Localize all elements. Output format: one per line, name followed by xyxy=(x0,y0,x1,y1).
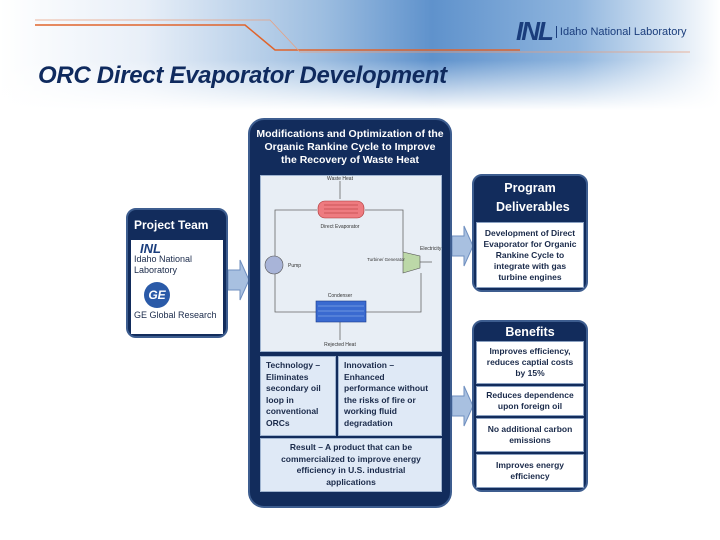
project-team-title: Project Team xyxy=(134,218,209,232)
benefits-title: Benefits xyxy=(505,325,555,339)
header-lines xyxy=(35,19,690,53)
label-evaporator: Direct Evaporator xyxy=(321,224,360,230)
label-waste-heat: Waste Heat xyxy=(327,176,354,182)
inl-logo-mark: INL xyxy=(516,16,554,46)
pump-icon xyxy=(264,255,284,275)
result-box: Result – A product that can be commercia… xyxy=(260,438,442,492)
label-rejected-heat: Rejected Heat xyxy=(324,342,356,348)
benefit-item: Improves energy efficiency xyxy=(476,454,584,488)
inl-logo: INL Idaho National Laboratory xyxy=(516,16,686,47)
arrow-right-icon xyxy=(228,259,250,301)
project-team-panel: Project Team INL Idaho National Laborato… xyxy=(126,208,228,338)
condenser-icon xyxy=(315,300,367,323)
deliverables-title: Program Deliverables xyxy=(496,181,570,214)
benefit-item: No additional carbon emissions xyxy=(476,418,584,452)
ge-name: GE Global Research xyxy=(134,310,217,320)
center-heading: Modifications and Optimization of the Or… xyxy=(256,128,444,166)
orc-cycle-svg: Waste Heat Direct Evaporator Pump Turbin… xyxy=(264,176,442,348)
page-title: ORC Direct Evaporator Development xyxy=(38,62,447,89)
label-electricity: Electricity xyxy=(420,246,442,252)
arrow-right-icon xyxy=(452,385,474,427)
turbine-icon xyxy=(402,251,421,274)
technology-box: Technology – Eliminates secondary oil lo… xyxy=(260,356,336,436)
label-pump: Pump xyxy=(288,263,301,269)
deliverables-text: Development of Direct Evaporator for Org… xyxy=(476,222,584,288)
label-condenser: Condenser xyxy=(328,293,353,299)
inl-logo-text: Idaho National Laboratory xyxy=(555,25,686,38)
arrow-right-icon xyxy=(452,225,474,267)
innovation-box: Innovation – Enhanced performance withou… xyxy=(338,356,442,436)
evaporator-icon xyxy=(317,200,365,219)
inl-name: Idaho National Laboratory xyxy=(134,254,193,275)
label-turbine: Turbine/ Generator xyxy=(367,257,405,262)
project-team-box: INL Idaho National Laboratory GE GE Glob… xyxy=(131,240,223,334)
benefit-item: Improves efficiency, reduces captial cos… xyxy=(476,341,584,384)
ge-logo: GE xyxy=(144,282,170,308)
inl-logo-small: INL xyxy=(140,241,161,256)
benefit-item: Reduces dependence upon foreign oil xyxy=(476,386,584,416)
header-fade xyxy=(0,60,720,110)
ge-logo-text: GE xyxy=(148,287,166,302)
